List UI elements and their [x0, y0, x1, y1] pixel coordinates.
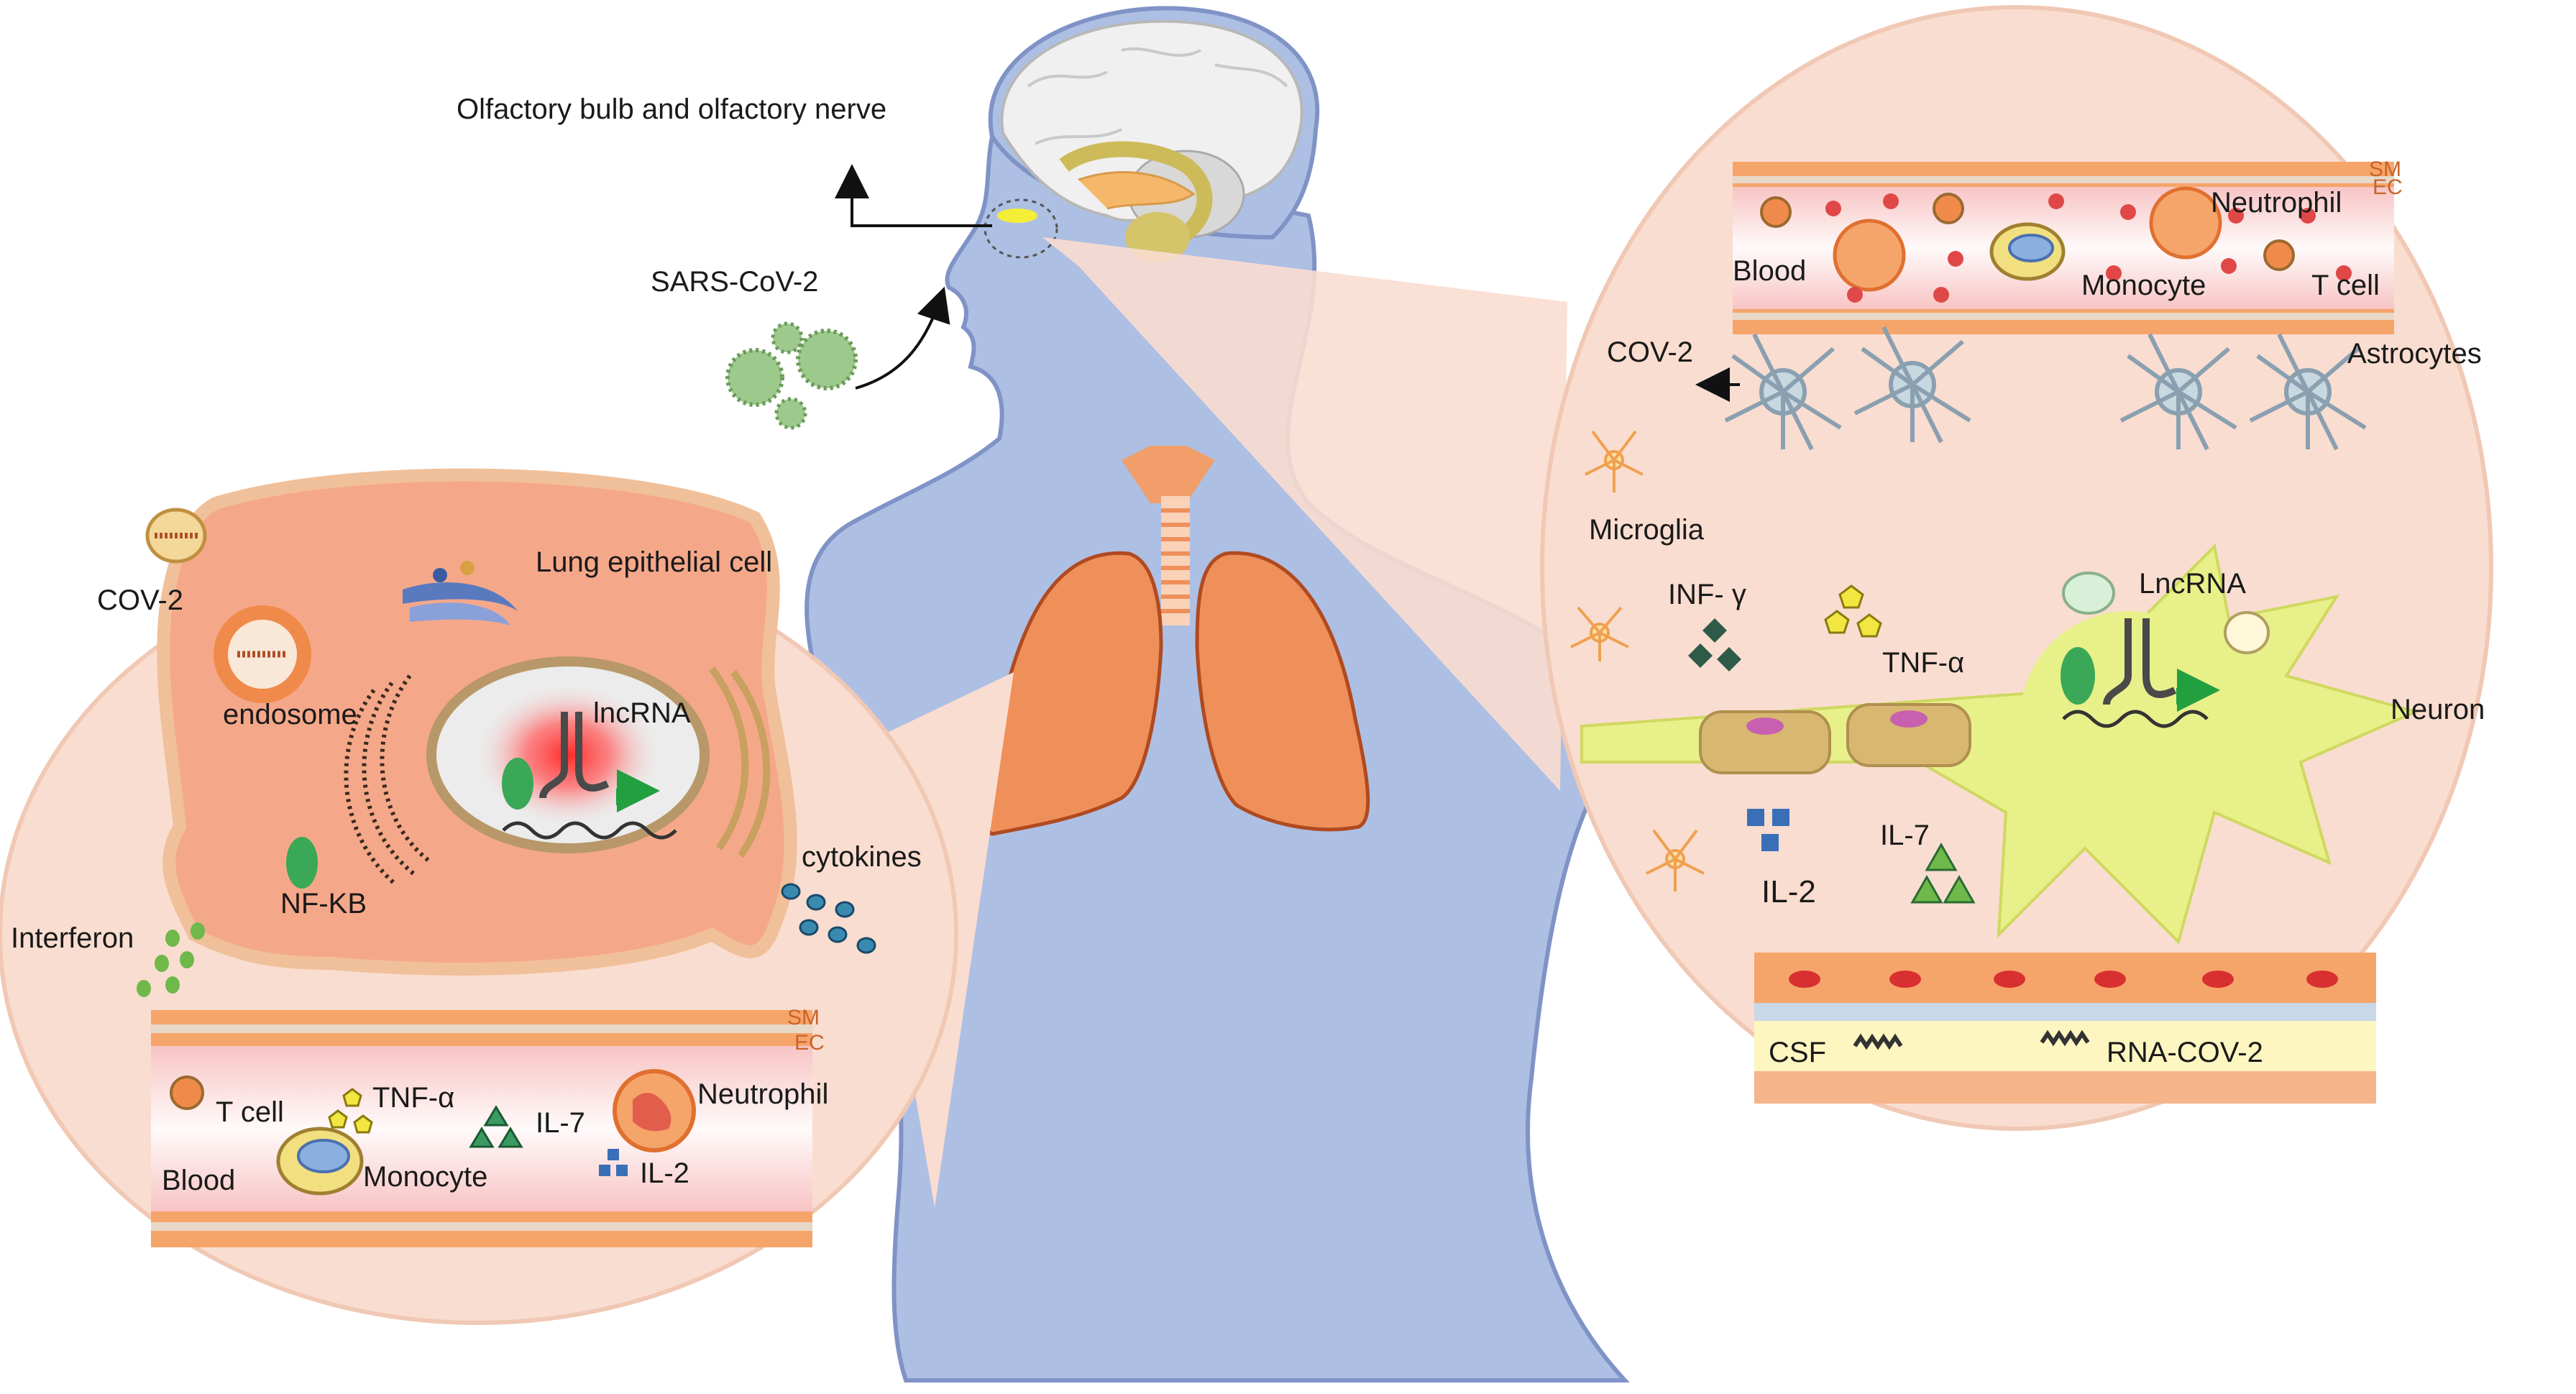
neuron-label: Neuron	[2391, 694, 2485, 725]
lung-epithelial-label: Lung epithelial cell	[536, 546, 772, 578]
neutrophil-right-label: Neutrophil	[2211, 187, 2342, 219]
csf-label: CSF	[1769, 1037, 1826, 1068]
neuron	[1580, 543, 2420, 945]
monocyte-left-label: Monocyte	[363, 1161, 487, 1193]
olfactory-label: Olfactory bulb and olfactory nerve	[457, 93, 886, 125]
microglia-label: Microglia	[1589, 514, 1705, 546]
endosome-label: endosome	[223, 699, 357, 730]
lungs	[982, 551, 1370, 836]
infg-icon	[1688, 618, 1741, 671]
lncrna-left-label: lncRNA	[593, 697, 691, 729]
cov2-virus-left	[145, 508, 207, 564]
virus-cluster	[725, 321, 858, 430]
cov2-left-label: COV-2	[97, 584, 183, 616]
tcell-left-label: T cell	[216, 1096, 284, 1128]
trachea	[1122, 446, 1215, 625]
sm-left-label: SM	[787, 1006, 820, 1030]
endosome	[214, 605, 311, 703]
neutrophil-left	[613, 1069, 696, 1152]
ec-left-label: EC	[794, 1031, 825, 1055]
blood-vessel-left	[151, 1010, 812, 1247]
brain-zoom-wedge	[1042, 237, 1567, 791]
nfkb-label: NF-KB	[280, 888, 367, 920]
il7-right-label: IL-7	[1880, 820, 1930, 851]
tnfa-right-label: TNF-α	[1882, 647, 1964, 679]
interferon-label: Interferon	[11, 922, 134, 954]
sm-right-label: SM	[2369, 157, 2401, 181]
brain-bubble: SM EC Neutrophil Blood Monocyte T cell A…	[1540, 5, 2493, 1131]
il2-left-icon	[599, 1149, 628, 1176]
il2-right-label: IL-2	[1761, 874, 1816, 909]
interferon-dots	[137, 922, 205, 997]
lung-cell-bubble: COV-2 endosome Lung epithelial cell lncR…	[0, 468, 958, 1325]
astrocytes	[1724, 326, 2367, 451]
il7-left-icon	[469, 1105, 523, 1148]
tcell-right-label: T cell	[2311, 270, 2380, 301]
il7-right-icon	[1910, 842, 1976, 904]
blood-vessel-right	[1733, 162, 2394, 334]
cytokines-label: cytokines	[802, 841, 922, 873]
tnfa-right-icon	[1824, 584, 1882, 638]
microglia-cells	[1570, 430, 1705, 891]
infg-label: INF- γ	[1668, 579, 1746, 610]
olfactory-arrow	[835, 164, 992, 227]
barrier-and-csf	[1754, 953, 2376, 1104]
il2-left-label: IL-2	[640, 1157, 689, 1189]
golgi	[403, 561, 518, 625]
blood-right-label: Blood	[1733, 255, 1806, 287]
astrocytes-label: Astrocytes	[2347, 338, 2482, 370]
blood-left-label: Blood	[162, 1165, 235, 1196]
tnfa-left-label: TNF-α	[372, 1082, 454, 1114]
virus-entry-arrow	[855, 286, 950, 390]
rnacov2-label: RNA-COV-2	[2107, 1037, 2263, 1068]
monocyte-left	[276, 1127, 364, 1196]
lncrna-right-label: LncRNA	[2139, 568, 2246, 600]
il7-left-label: IL-7	[536, 1107, 585, 1139]
human-body	[805, 6, 1630, 1382]
nfkb-protein	[286, 837, 318, 889]
neutrophil-left-label: Neutrophil	[697, 1078, 828, 1110]
ec-right-label: EC	[2373, 175, 2403, 199]
sarscov2-label: SARS-CoV-2	[651, 266, 818, 298]
il2-right-icon	[1747, 809, 1789, 851]
cytokine-dots	[781, 883, 876, 954]
tnfa-left-icon	[328, 1088, 373, 1134]
cov2-right-label: COV-2	[1607, 336, 1693, 368]
monocyte-right-label: Monocyte	[2081, 270, 2206, 301]
